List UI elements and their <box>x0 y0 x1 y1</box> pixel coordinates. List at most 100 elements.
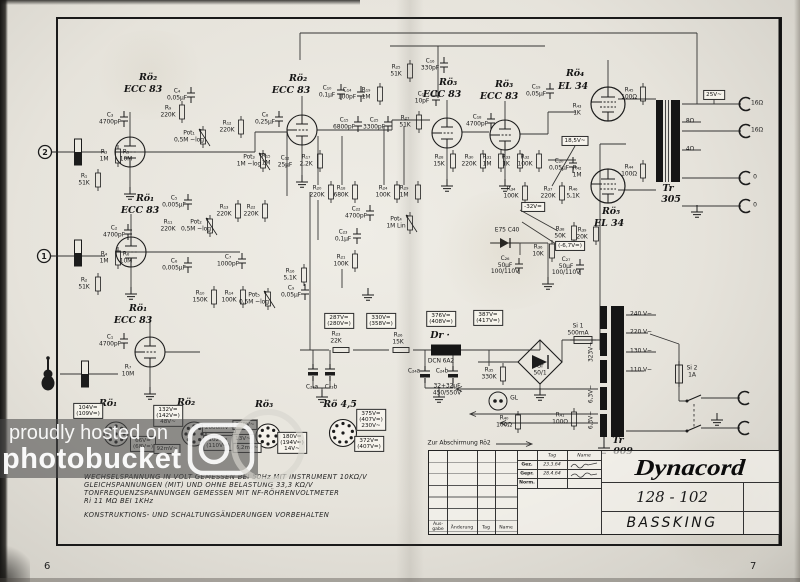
component-label: R₄₂ 1M <box>572 164 582 178</box>
resistor-symbol <box>559 185 565 201</box>
component-label: ECC 83 <box>123 83 163 95</box>
watermark-brand: photobucket <box>2 443 182 475</box>
component-label: 8Ω <box>685 117 695 125</box>
electrolytic-capacitor <box>308 364 318 381</box>
ground-symbol <box>433 390 445 403</box>
component-label: R₂₃ 22K <box>330 330 342 344</box>
component-label: Rö₄ <box>565 67 585 79</box>
component-label: Zur Abschirmung Rö2 <box>427 439 491 447</box>
component-label: Pot₃ 1M ~log <box>236 153 262 167</box>
electrolytic-capacitor <box>325 364 335 381</box>
component-label: R₂₀ 220K <box>309 184 325 198</box>
component-label: R₃₁ 1M <box>482 153 492 167</box>
component-label: R₂₇ 51K <box>399 114 411 128</box>
component-label: R₃₂ 100K <box>517 153 533 167</box>
capacitor-symbol <box>301 284 309 300</box>
measurement-note: Ri 11 MΩ BEI 1KHz <box>84 497 154 505</box>
component-label: R₂₆ 15K <box>392 331 404 345</box>
component-label: 110 V~ <box>630 366 652 374</box>
component-label: R₁₀ 150K <box>192 289 208 303</box>
tube-socket-pinout <box>347 424 351 428</box>
component-label: R₃₅ 330K <box>481 366 497 380</box>
selenium-diode <box>500 238 509 248</box>
capacitor-symbol <box>354 116 362 132</box>
row-label-gepr: Gepr. <box>520 471 534 476</box>
component-label: ECC 83 <box>271 84 311 96</box>
component-label: C₃ 4700pF <box>99 111 121 125</box>
component-label: Rö₁ <box>128 302 148 314</box>
component-label: R₃₀ 220K <box>461 153 477 167</box>
resistor-symbol <box>332 347 350 353</box>
ground-symbol <box>542 277 554 290</box>
page-number-left: 6 <box>44 561 51 572</box>
resistor-symbol <box>522 185 528 201</box>
component-label: R₂₄ 100K <box>375 184 391 198</box>
rev-col-aenderung: Änderung <box>450 525 474 531</box>
ground-symbol <box>316 390 328 403</box>
choke-dr <box>431 344 461 356</box>
gepr-signature <box>570 472 598 478</box>
voltage-callout: 330V= (358V=) <box>366 312 396 330</box>
header-name: Name <box>577 453 591 458</box>
glow-lamp <box>493 399 497 403</box>
tube-socket-pinout <box>332 429 336 433</box>
component-label: 130 V~ <box>630 347 652 355</box>
component-label: R₁₁ 220K <box>160 218 176 232</box>
voltage-callout: 387V= (417V=) <box>473 309 503 327</box>
component-label: R₇ 10M <box>121 363 135 377</box>
output-terminal <box>737 420 750 436</box>
pentode-tube-symbol <box>600 183 616 190</box>
tube-socket-pinout <box>335 424 339 428</box>
component-label: Rö₃ <box>438 76 458 88</box>
glow-lamp <box>499 399 503 403</box>
capacitor-symbol <box>357 86 365 102</box>
watermark-tagline: proudly hosted on <box>9 422 169 444</box>
output-terminal <box>738 170 751 186</box>
component-label: C₂₄a <box>407 367 421 375</box>
tube-socket-pinout <box>349 436 353 440</box>
resistor-symbol <box>95 276 101 292</box>
component-label: 16Ω <box>751 126 763 134</box>
ground-symbol <box>125 287 137 300</box>
tube-socket-pinout <box>266 426 270 430</box>
component-label: R₁₈ 680K <box>333 184 349 198</box>
tube-socket-pinout <box>338 440 342 444</box>
component-label: Dr · <box>430 329 450 341</box>
jack-socket-icon <box>74 152 82 165</box>
component-label: EL 34 <box>594 217 624 229</box>
ground-symbol <box>499 179 511 192</box>
ground-symbol <box>691 205 703 218</box>
revision-table <box>429 451 517 534</box>
potentiometer-symbol <box>263 288 276 310</box>
capacitor-symbol <box>440 57 448 73</box>
tube-socket-pinout <box>266 442 270 446</box>
component-label: ECC 83 <box>422 88 462 100</box>
capacitor-symbol <box>353 228 361 244</box>
component-label: C₂₃b <box>324 383 338 391</box>
component-label: 6,3V~ <box>587 384 595 404</box>
capacitor-symbol <box>384 116 392 132</box>
capacitor-symbol <box>184 257 192 273</box>
guitar-icon <box>41 375 55 391</box>
capacitor-symbol <box>515 258 523 274</box>
component-label: 0 <box>753 173 757 181</box>
resistor-symbol <box>407 63 413 79</box>
component-label: C₂₃ 0,1µF <box>334 228 352 242</box>
mains-transformer <box>600 306 624 442</box>
component-label: Rö₂ <box>138 71 158 83</box>
resistor-symbol <box>536 153 542 169</box>
component-label: C₄ 0,05µF <box>166 87 188 101</box>
component-label: R₃₄ 100K <box>503 185 519 199</box>
component-label: R₃₈ 50K <box>554 225 566 239</box>
triode-tube-symbol <box>432 118 453 148</box>
capacitor-symbol <box>487 113 495 129</box>
guitar-icon <box>43 369 53 379</box>
resistor-symbol <box>352 184 358 200</box>
component-label: C₂ 4700pF <box>103 224 125 238</box>
tube-socket-pinout <box>272 428 276 432</box>
component-label: C₂₅ 3300pF <box>363 116 385 130</box>
component-label: 16Ω <box>751 99 763 107</box>
ground-symbol <box>441 179 453 192</box>
electrolytic-capacitor <box>420 374 430 378</box>
